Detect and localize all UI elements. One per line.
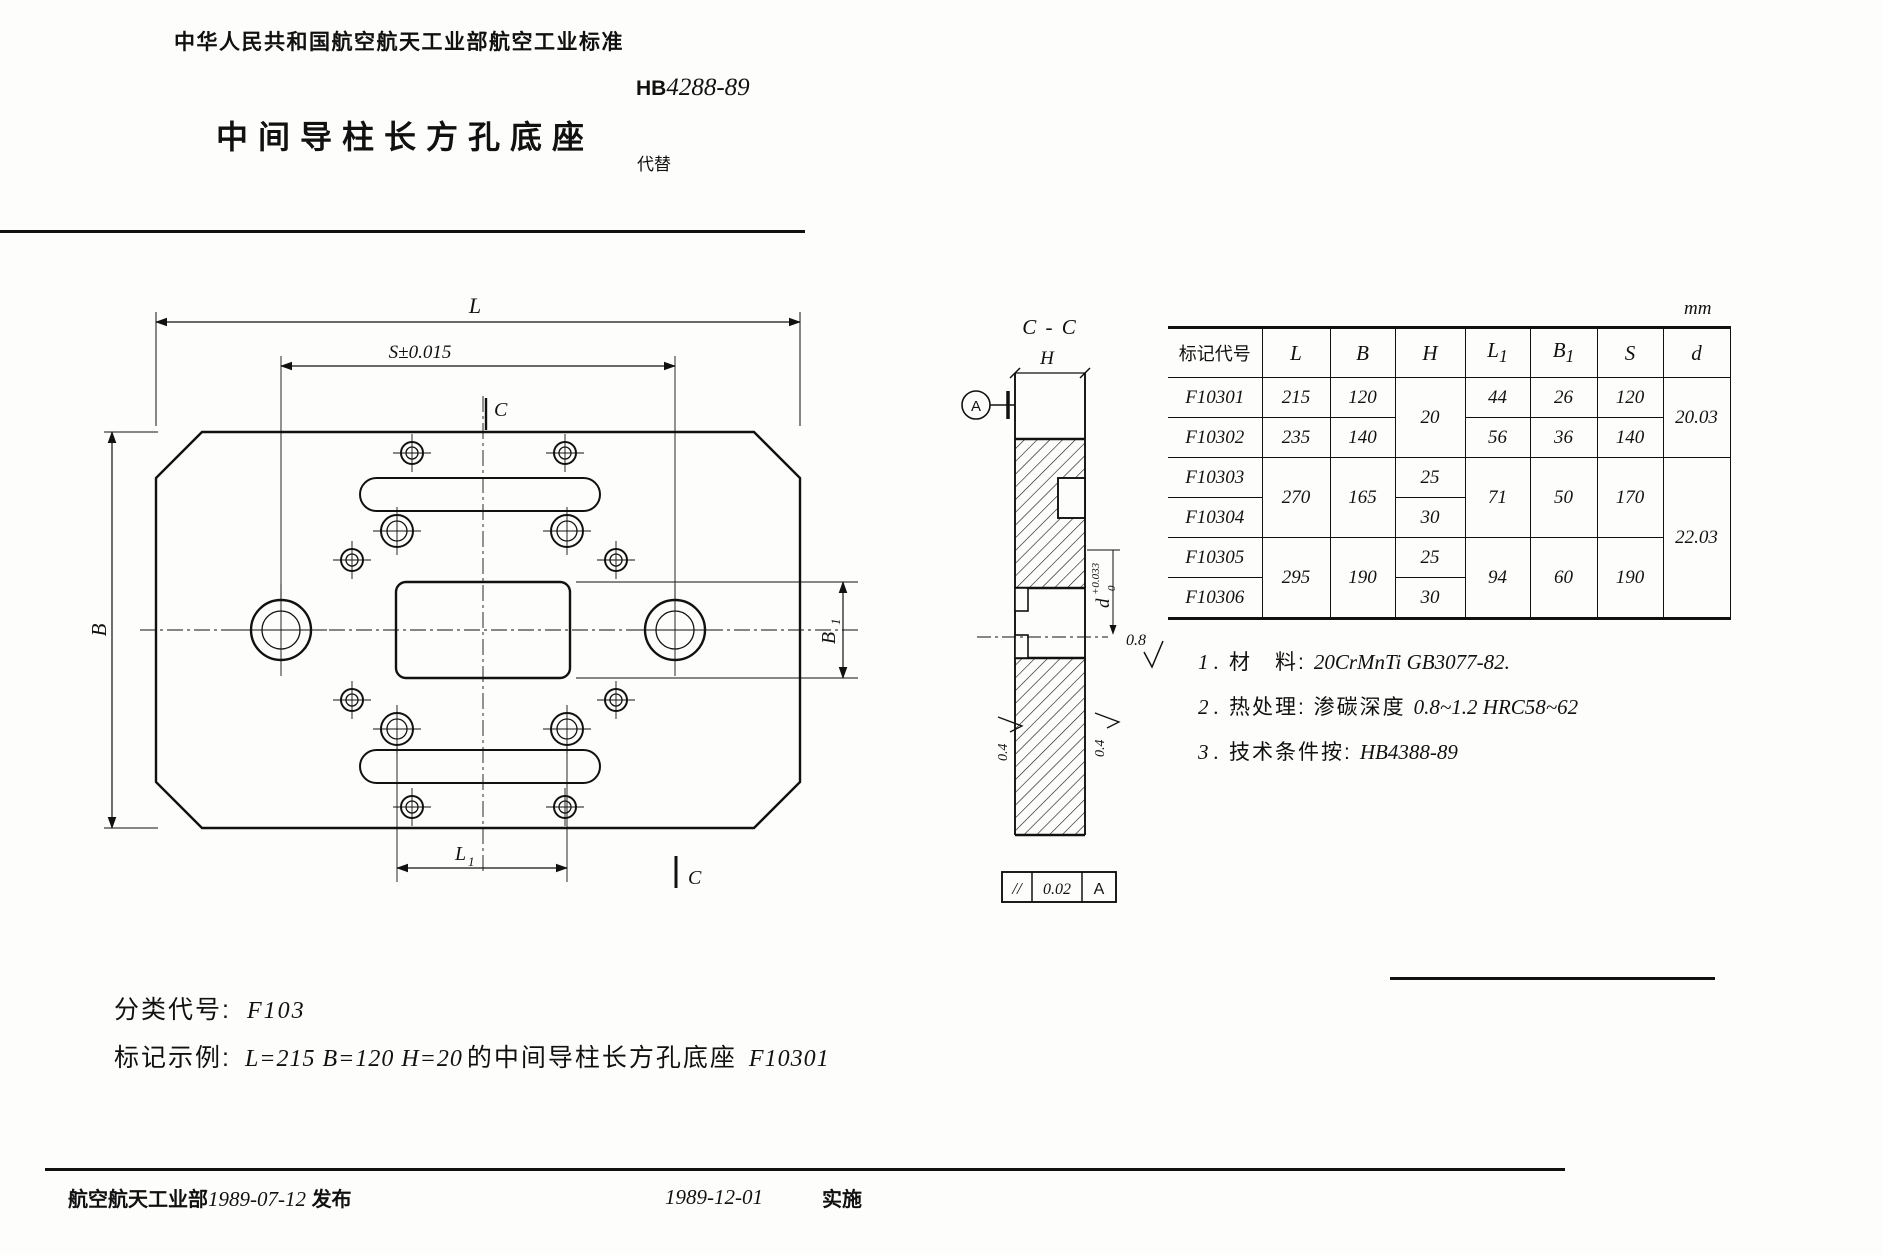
- parallelism-icon: //: [1011, 879, 1024, 898]
- datum-label: A: [971, 398, 981, 415]
- notes-rule: [1390, 977, 1715, 980]
- dim-L-label: L: [468, 293, 481, 318]
- dimension-table: 标记代号 L B H L1 B1 S d F10301 215 120 20 4…: [1168, 326, 1731, 620]
- roughness-bore-icon: [1143, 640, 1164, 669]
- footer-issue: 航空航天工业部1989-07-12 发布: [68, 1183, 352, 1212]
- standard-number-value: 4288-89: [666, 74, 750, 101]
- standard-number: HB4288-89: [636, 74, 750, 102]
- col-header-L1: L1: [1464, 327, 1531, 378]
- dim-S-label: S±0.015: [389, 342, 452, 363]
- standard-prefix: HB: [636, 77, 667, 100]
- page-title: 中间导柱长方孔底座: [216, 119, 595, 155]
- dim-L1-sub: 1: [468, 854, 475, 869]
- classification-line: 分类代号: F103: [114, 990, 306, 1026]
- dim-d-upper-tol: +0.033: [1090, 562, 1102, 595]
- table-row: F10302 235 140 56 36 140: [1168, 417, 1730, 458]
- note-technical-conditions: 3 .技术条件按:HB4388-89: [1198, 740, 1458, 764]
- table-row: F10305 295 190 25 94 60 190: [1168, 537, 1730, 619]
- col-header-B: B: [1329, 327, 1396, 378]
- col-header-S: S: [1596, 327, 1664, 378]
- section-title: C - C: [1022, 315, 1078, 339]
- table-row: F10301 215 120 20 44 26 120 20.03: [1168, 377, 1731, 458]
- unit-label: mm: [1684, 298, 1712, 319]
- title-rule: [0, 230, 805, 233]
- replaces-label: 代替: [637, 155, 671, 174]
- footer-issue-label: 发布: [311, 1189, 352, 1211]
- tolerance-datum: A: [1094, 881, 1105, 898]
- plate-outline: [154, 430, 802, 830]
- table-header-row: 标记代号 L B H L1 B1 S d: [1168, 327, 1731, 378]
- classification-value: F103: [246, 998, 306, 1024]
- roughness-right-label: 0.4: [1093, 740, 1108, 758]
- col-header-code: 标记代号: [1168, 327, 1263, 378]
- step-upper: [1014, 587, 1029, 612]
- footer-issuer: 航空航天工业部: [68, 1189, 208, 1211]
- classification-label: 分类代号:: [114, 996, 231, 1024]
- footer-impl-date: 1989-12-01: [665, 1185, 763, 1209]
- marking-example-text: 的中间导柱长方孔底座: [466, 1044, 737, 1072]
- section-mark-top-label: C: [494, 399, 508, 421]
- dim-d-lower-tol: 0: [1106, 585, 1118, 591]
- roughness-left-label: 0.4: [996, 744, 1011, 762]
- col-header-L: L: [1261, 327, 1331, 378]
- col-header-d: d: [1662, 327, 1731, 378]
- tolerance-value: 0.02: [1043, 881, 1071, 898]
- tolerance-frame: [1001, 871, 1117, 903]
- roughness-left-icon: [997, 716, 1024, 733]
- standard-header: 中华人民共和国航空航天工业部航空工业标准: [174, 31, 624, 54]
- step-lower: [1014, 634, 1029, 659]
- table-row: F10303 270 165 25 71 50 170 22.03: [1168, 457, 1731, 619]
- bottom-slot: [359, 749, 601, 784]
- marking-example-code: F10301: [748, 1046, 830, 1072]
- dim-B1-sub: 1: [828, 619, 843, 626]
- dim-L1-label: L: [454, 843, 466, 865]
- hole-pattern: [235, 434, 721, 826]
- footer-issue-date: 1989-07-12: [208, 1187, 306, 1211]
- center-rect-hole: [394, 580, 572, 680]
- section-mark-bottom-label: C: [688, 867, 702, 889]
- section-view-drawing: C - C H A d +0.033 0 0.8 0.4 0.4 //: [961, 315, 1164, 903]
- dim-B1-label: B: [818, 632, 840, 644]
- table-row: F10304 30: [1168, 497, 1730, 538]
- plan-view-drawing: L S±0.015 C B L 1 B 1 C: [88, 293, 858, 889]
- footer-rule: [45, 1168, 1565, 1171]
- note-material: 1 .材 料:20CrMnTi GB3077-82.: [1198, 650, 1510, 674]
- table-row: F10306 30: [1168, 577, 1730, 619]
- dim-H-label: H: [1039, 348, 1055, 369]
- top-slot: [359, 477, 601, 512]
- marking-example-label: 标记示例:: [114, 1044, 231, 1072]
- roughness-bore-label: 0.8: [1126, 632, 1146, 649]
- col-header-H: H: [1394, 327, 1466, 378]
- counterbore-notch: [1057, 477, 1086, 519]
- roughness-right-icon: [1094, 712, 1121, 729]
- col-header-B1: B1: [1529, 327, 1598, 378]
- dim-B-label: B: [88, 623, 111, 636]
- dim-d-label: d: [1093, 598, 1114, 608]
- marking-example-dims: L=215 B=120 H=20: [244, 1046, 463, 1072]
- footer-impl-label: 实施: [822, 1189, 862, 1211]
